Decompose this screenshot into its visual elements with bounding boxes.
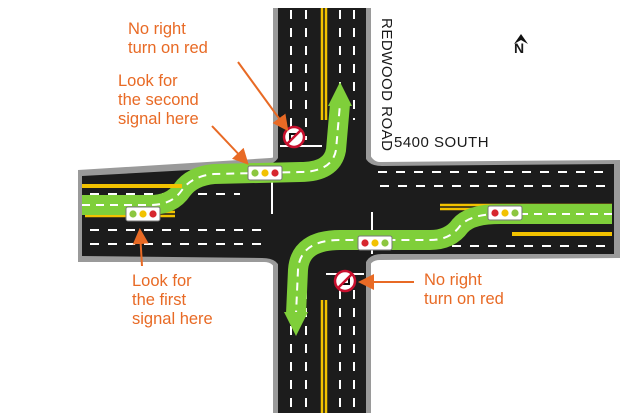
street-name-redwood: REDWOOD bbox=[378, 18, 395, 102]
second-signal-label: Look for the second signal here bbox=[118, 72, 199, 128]
annotation-arrows bbox=[132, 61, 414, 290]
turn-path-west-to-north bbox=[82, 82, 352, 215]
no-right-turn-sign-north bbox=[282, 125, 306, 149]
no-right-turn-label-bottom: No right turn on red bbox=[424, 271, 504, 308]
signal-first-west bbox=[125, 206, 161, 222]
signal-first-east bbox=[487, 205, 523, 221]
signal-second-east bbox=[357, 235, 393, 251]
no-right-turn-label-top: No right turn on red bbox=[128, 20, 208, 57]
first-signal-label: Look for the first signal here bbox=[132, 272, 213, 328]
street-name-redwood-road: REDWOOD ROAD bbox=[378, 18, 395, 152]
north-arrow-icon bbox=[514, 34, 528, 44]
turn-path-east-to-south bbox=[284, 204, 612, 336]
no-right-turn-sign-south bbox=[333, 269, 357, 293]
street-name-5400-south: 5400 SOUTH bbox=[394, 134, 490, 151]
compass-letter: N bbox=[514, 40, 525, 56]
street-name-road: ROAD bbox=[378, 106, 395, 152]
turn-arrow-north bbox=[328, 82, 352, 106]
signal-second-west bbox=[247, 165, 283, 181]
turn-arrow-south bbox=[284, 312, 308, 336]
